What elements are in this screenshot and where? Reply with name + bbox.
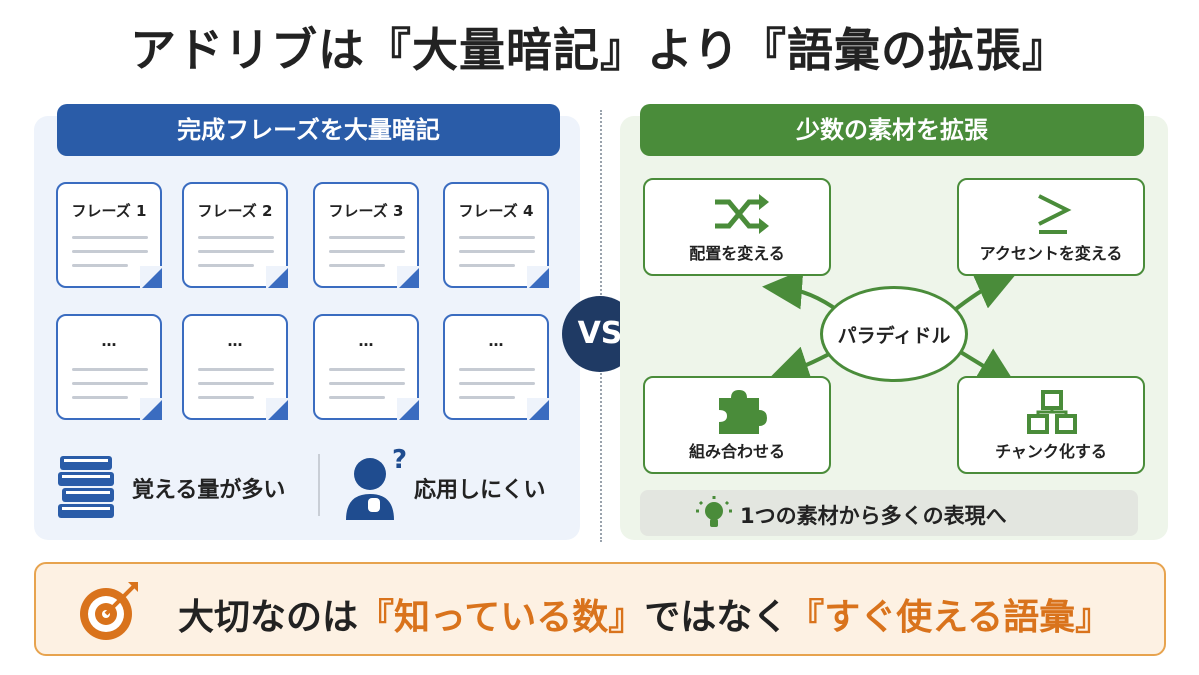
conclusion-highlight-usable: 『すぐ使える語彙』 bbox=[788, 597, 1112, 638]
skill-card-chunk: チャンク化する bbox=[957, 376, 1145, 474]
phrase-card-label: … bbox=[358, 332, 374, 350]
phrase-card-label: … bbox=[101, 332, 117, 350]
page-title: アドリブは『大量暗記』より『語彙の拡張』 bbox=[129, 23, 1070, 77]
phrase-card-label: フレーズ 3 bbox=[328, 202, 404, 220]
accent-icon bbox=[959, 190, 1143, 238]
phrase-card: フレーズ 1 bbox=[56, 182, 162, 288]
conclusion-text: 大切なのは『知っている数』ではなく『すぐ使える語彙』 bbox=[178, 588, 1111, 640]
lightbulb-icon bbox=[694, 494, 734, 534]
right-header: 少数の素材を拡張 bbox=[640, 104, 1144, 156]
phrase-card: フレーズ 3 bbox=[313, 182, 419, 288]
phrase-card: フレーズ 2 bbox=[182, 182, 288, 288]
skill-card-placement: 配置を変える bbox=[643, 178, 831, 276]
books-icon bbox=[56, 452, 118, 520]
phrase-card: … bbox=[56, 314, 162, 420]
drawback-amount-label: 覚える量が多い bbox=[132, 478, 286, 503]
skill-label: 組み合わせる bbox=[688, 442, 785, 461]
center-concept-label: パラディドル bbox=[837, 325, 951, 347]
center-concept: パラディドル bbox=[820, 286, 968, 382]
drawback-apply-label: 応用しにくい bbox=[414, 478, 546, 503]
phrase-card: … bbox=[313, 314, 419, 420]
confused-person-icon: ? bbox=[342, 446, 408, 522]
drawback-divider bbox=[318, 454, 320, 516]
conclusion-middle: ではなく bbox=[644, 597, 789, 638]
phrase-card-label: … bbox=[227, 332, 243, 350]
phrase-card: … bbox=[182, 314, 288, 420]
conclusion-banner: 大切なのは『知っている数』ではなく『すぐ使える語彙』 bbox=[34, 562, 1166, 656]
left-header: 完成フレーズを大量暗記 bbox=[57, 104, 560, 156]
skill-label: アクセントを変える bbox=[979, 244, 1123, 263]
phrase-card-label: フレーズ 2 bbox=[197, 202, 273, 220]
skill-label: 配置を変える bbox=[689, 244, 785, 263]
skill-label: チャンク化する bbox=[995, 442, 1107, 461]
blocks-icon bbox=[959, 388, 1143, 436]
conclusion-prefix: 大切なのは bbox=[178, 597, 359, 638]
target-icon bbox=[76, 578, 142, 644]
shuffle-icon bbox=[645, 190, 829, 238]
skill-card-combine: 組み合わせる bbox=[643, 376, 831, 474]
phrase-card-label: フレーズ 4 bbox=[458, 202, 534, 220]
svg-text:?: ? bbox=[392, 446, 407, 475]
puzzle-icon bbox=[645, 388, 829, 436]
phrase-card-label: … bbox=[488, 332, 504, 350]
phrase-card-label: フレーズ 1 bbox=[71, 202, 147, 220]
phrase-card: … bbox=[443, 314, 549, 420]
conclusion-highlight-known: 『知っている数』 bbox=[358, 597, 645, 638]
summary-bar: 1つの素材から多くの表現へ bbox=[640, 490, 1138, 536]
phrase-card: フレーズ 4 bbox=[443, 182, 549, 288]
skill-card-accent: アクセントを変える bbox=[957, 178, 1145, 276]
summary-text: 1つの素材から多くの表現へ bbox=[740, 504, 1007, 528]
